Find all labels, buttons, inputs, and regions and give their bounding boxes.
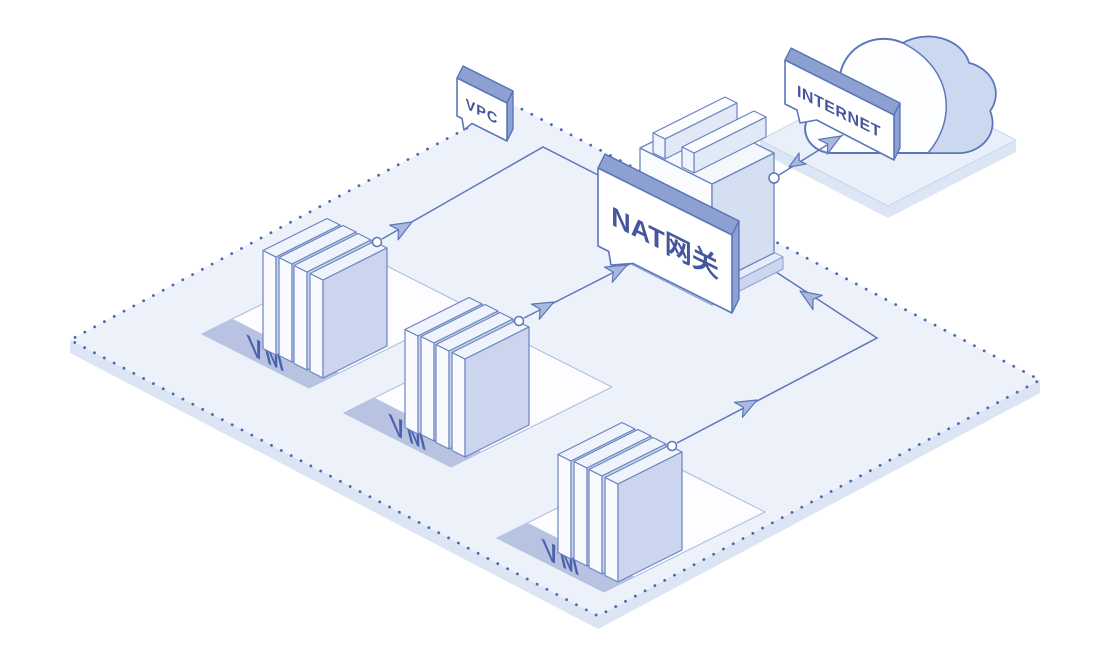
arrowhead — [733, 399, 758, 418]
connection-port — [666, 440, 678, 452]
server-stack — [262, 217, 388, 379]
nat-connection-port — [768, 172, 780, 184]
plate-side-band — [731, 220, 740, 314]
arrowhead — [818, 135, 842, 155]
plate-face — [784, 59, 895, 161]
arrowhead — [388, 221, 413, 241]
server-stack — [404, 296, 530, 458]
vm-label-band — [202, 318, 340, 388]
connection-port — [371, 236, 383, 248]
plate-face — [597, 167, 733, 314]
arrowhead — [799, 290, 823, 311]
cloud-shaded-lobe — [902, 35, 997, 154]
connection-port — [513, 315, 525, 327]
vm-group-3: VM — [495, 421, 767, 593]
vpc-label-plate: VPC — [456, 65, 514, 142]
arrowhead — [788, 152, 807, 168]
vm-group-2: VM — [342, 296, 614, 468]
vm-to-nat-arrowheads — [388, 221, 823, 418]
arrowhead — [603, 264, 628, 283]
vm-label-band — [344, 397, 482, 467]
vm-label-band — [497, 522, 635, 592]
vpc-platform-side — [70, 340, 1040, 629]
nat-label-plate: NAT网关 — [597, 153, 740, 314]
vm1-nat-line — [381, 146, 603, 240]
nat-to-internet-connection — [778, 134, 844, 176]
nat-top-rails — [652, 96, 767, 174]
arrowhead — [530, 301, 555, 320]
server-stack — [557, 421, 683, 583]
plate-face — [456, 77, 508, 142]
